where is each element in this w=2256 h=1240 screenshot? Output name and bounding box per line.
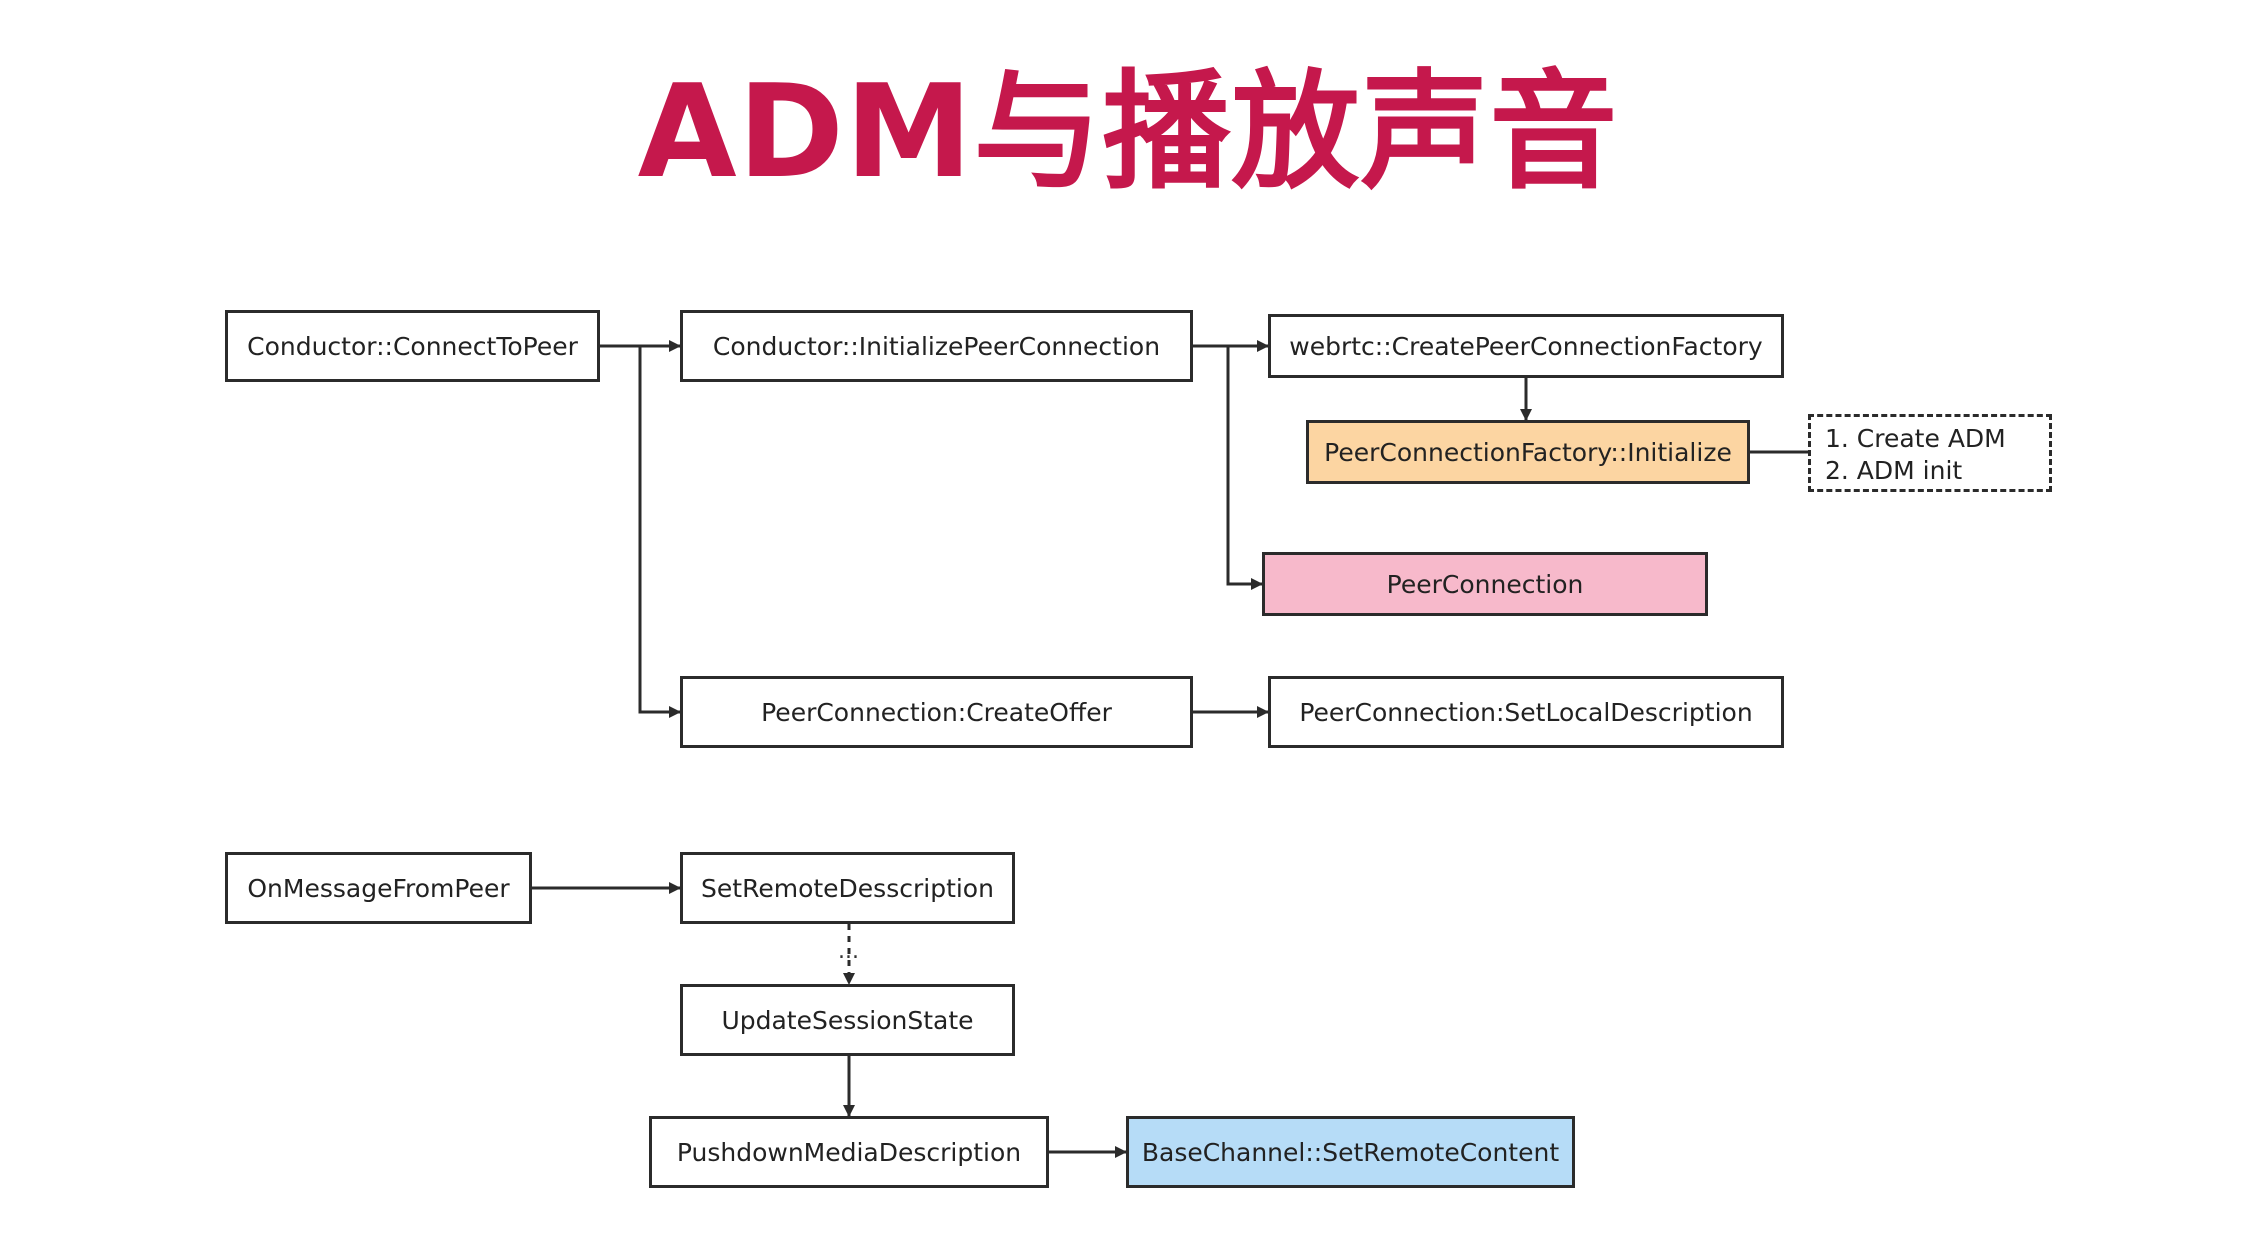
edge-initialize-to-peer-connection: [1226, 346, 1263, 590]
node-set-local-description: PeerConnection:SetLocalDescription: [1268, 676, 1784, 748]
node-connect-to-peer: Conductor::ConnectToPeer: [225, 310, 600, 382]
ellipsis-marker: ...: [838, 939, 859, 964]
note-adm-steps: 1. Create ADM 2. ADM init: [1808, 414, 2052, 492]
node-update-session-state: UpdateSessionState: [680, 984, 1015, 1056]
node-on-message-from-peer: OnMessageFromPeer: [225, 852, 532, 924]
node-set-remote-description: SetRemoteDesscription: [680, 852, 1015, 924]
node-peer-connection: PeerConnection: [1262, 552, 1708, 616]
note-line-adm-init: 2. ADM init: [1825, 456, 1963, 485]
node-factory-initialize: PeerConnectionFactory::Initialize: [1306, 420, 1750, 484]
note-line-create-adm: 1. Create ADM: [1825, 424, 2006, 453]
node-create-peer-connection-factory: webrtc::CreatePeerConnectionFactory: [1268, 314, 1784, 378]
node-pushdown-media-description: PushdownMediaDescription: [649, 1116, 1049, 1188]
edge-connect-to-create-offer: [638, 346, 681, 718]
node-set-remote-content: BaseChannel::SetRemoteContent: [1126, 1116, 1575, 1188]
diagram-title: ADM与播放声音: [637, 58, 1619, 207]
node-initialize-peer-connection: Conductor::InitializePeerConnection: [680, 310, 1193, 382]
node-create-offer: PeerConnection:CreateOffer: [680, 676, 1193, 748]
